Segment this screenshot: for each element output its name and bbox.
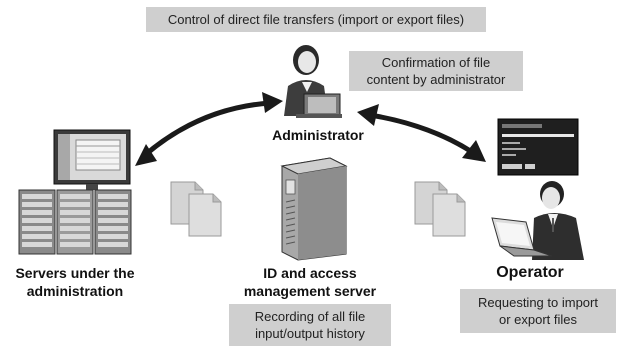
label-id-server-line1: ID and access xyxy=(263,265,357,281)
document-stack-icon-right xyxy=(414,181,466,237)
note-admin-confirmation-line2: content by administrator xyxy=(366,72,506,87)
administrator-person-icon xyxy=(284,45,342,118)
document-stack-icon-left xyxy=(170,181,222,237)
note-admin-confirmation-line1: Confirmation of file xyxy=(381,55,491,70)
note-admin-confirmation: Confirmation of file content by administ… xyxy=(349,51,523,91)
server-rack-icon xyxy=(18,189,132,255)
note-file-transfer-control-text: Control of direct file transfers (import… xyxy=(167,12,465,27)
label-id-server: ID and access management server xyxy=(220,264,400,300)
label-administrator: Administrator xyxy=(258,127,378,143)
note-history-line1: Recording of all file xyxy=(254,309,366,324)
monitor-icon xyxy=(53,129,131,190)
label-servers-line1: Servers under the xyxy=(15,265,135,281)
operator-person-icon xyxy=(491,181,584,260)
label-operator-text: Operator xyxy=(496,264,564,281)
note-request-line2: or export files xyxy=(498,312,578,327)
tower-server-icon xyxy=(280,157,348,261)
note-request: Requesting to import or export files xyxy=(460,289,616,333)
label-servers: Servers under the administration xyxy=(0,264,150,300)
label-operator: Operator xyxy=(470,264,590,282)
label-administrator-text: Administrator xyxy=(272,127,364,143)
label-id-server-line2: management server xyxy=(243,283,377,299)
note-history: Recording of all file input/output histo… xyxy=(229,304,391,346)
label-servers-line2: administration xyxy=(26,283,124,299)
note-file-transfer-control: Control of direct file transfers (import… xyxy=(146,7,486,32)
note-history-line2: input/output history xyxy=(255,326,365,341)
operator-screen-icon xyxy=(497,118,579,176)
note-request-line1: Requesting to import xyxy=(478,295,598,310)
